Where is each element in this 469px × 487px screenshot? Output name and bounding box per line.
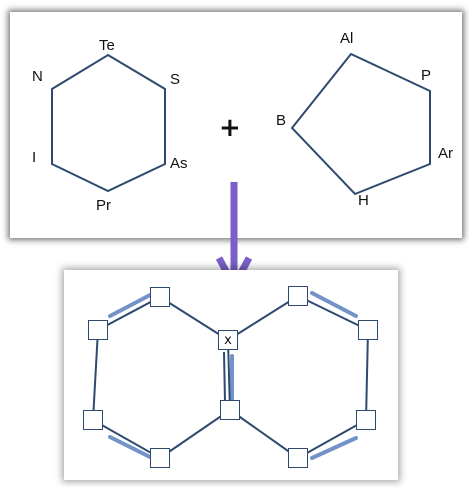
- product-atom-box: [288, 286, 308, 306]
- product-atom-box: [356, 410, 376, 430]
- product-atom-box: [288, 448, 308, 468]
- product-atom-box: [220, 400, 240, 420]
- product-atom-box: [150, 448, 170, 468]
- pentagon-ring: [290, 52, 431, 196]
- pentagon-atom-h: H: [358, 192, 369, 209]
- hexagon-atom-s: S: [170, 71, 181, 88]
- pentagon-atom-b: B: [276, 112, 287, 129]
- product-atom-box: [83, 410, 103, 430]
- hexagon-atom-as: As: [170, 155, 188, 172]
- pentagon-atom-al: Al: [340, 30, 354, 47]
- product-atom-box: [358, 320, 378, 340]
- hexagon-atom-te: Te: [99, 37, 115, 54]
- product-atom-box: [150, 287, 170, 307]
- hexagon-atom-pr: Pr: [96, 197, 111, 214]
- product-atom-box: [88, 320, 108, 340]
- plus-sign: +: [219, 113, 241, 143]
- pentagon-atom-ar: Ar: [438, 145, 453, 162]
- hexagon-atom-i: I: [32, 149, 37, 166]
- pentagon-atom-p: P: [421, 67, 432, 84]
- hexagon-ring: [51, 53, 166, 193]
- product-center-atom-x: x: [218, 330, 238, 350]
- hexagon-atom-n: N: [32, 68, 43, 85]
